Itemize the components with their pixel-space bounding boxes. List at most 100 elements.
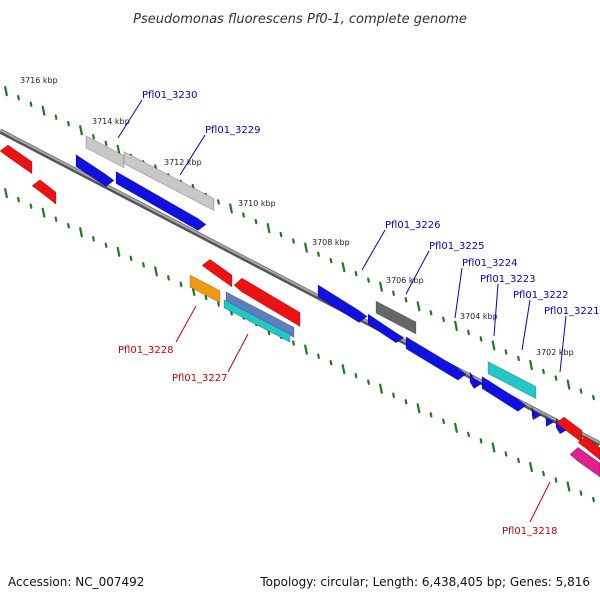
tick-mark — [204, 294, 208, 301]
tick-mark — [379, 281, 383, 292]
tick-mark — [41, 207, 46, 218]
cyan-feature[interactable] — [487, 360, 537, 400]
tick-mark — [479, 336, 483, 342]
gene-label-pfl01-3223[interactable]: Pfl01_3223 — [480, 274, 536, 285]
tick-mark — [142, 262, 145, 268]
genome-summary-text: Topology: circular; Length: 6,438,405 bp… — [259, 575, 590, 589]
tick-mark — [367, 379, 370, 385]
tick-mark — [479, 438, 483, 444]
cds-feature-pfl01-3229[interactable] — [115, 170, 207, 231]
tick-mark — [67, 121, 70, 127]
reverse-cds-feature[interactable] — [577, 436, 600, 461]
tick-mark — [416, 403, 421, 414]
tick-mark — [392, 290, 395, 296]
tick-mark — [579, 388, 583, 394]
tick-mark — [154, 266, 158, 277]
gene-label-pfl01-3227[interactable]: Pfl01_3227 — [172, 373, 228, 384]
kbp-label: 3716 kbp — [20, 76, 58, 85]
cds-feature-pfl01-3224[interactable] — [405, 336, 467, 381]
tick-mark — [542, 368, 545, 375]
striped-feature-pfl01-3227[interactable] — [225, 291, 295, 339]
tick-mark — [354, 373, 358, 379]
tick-mark — [317, 251, 320, 257]
tick-mark — [167, 275, 170, 281]
tick-mark — [454, 320, 458, 331]
cds-feature-pfl01-3221[interactable] — [531, 405, 542, 421]
cds-feature-pfl01-3226[interactable] — [317, 284, 368, 323]
tick-mark — [504, 349, 508, 355]
tick-mark — [116, 246, 121, 257]
cds-feature-pfl01-3225[interactable] — [367, 313, 405, 344]
tick-mark — [4, 86, 8, 97]
tick-mark — [491, 340, 496, 351]
kbp-label: 3712 kbp — [164, 158, 202, 167]
gene-label-pfl01-3226[interactable]: Pfl01_3226 — [385, 220, 441, 231]
tick-mark — [54, 216, 58, 222]
tick-mark — [341, 262, 346, 273]
cds-feature-pfl01-3222[interactable] — [481, 375, 527, 412]
gene-label-pfl01-3228[interactable]: Pfl01_3228 — [118, 345, 174, 356]
kbp-label: 3706 kbp — [386, 276, 424, 285]
gene-labels: Pfl01_3230 Pfl01_3229 Pfl01_3226 Pfl01_3… — [117, 90, 600, 537]
tick-mark — [304, 242, 308, 253]
reverse-cds-feature[interactable] — [233, 277, 301, 328]
tick-mark — [229, 203, 233, 214]
gene-label-pfl01-3224[interactable]: Pfl01_3224 — [462, 258, 518, 269]
kbp-label: 3704 kbp — [460, 312, 498, 321]
grey-feature[interactable] — [85, 135, 125, 169]
tick-mark — [17, 196, 20, 203]
orange-feature[interactable] — [189, 274, 221, 304]
accession-text: Accession: NC_007492 — [8, 575, 144, 589]
tick-mark — [517, 457, 520, 464]
cds-feature-pfl01-3230[interactable] — [75, 153, 115, 187]
tick-mark — [404, 399, 408, 405]
tick-mark — [104, 140, 108, 146]
cds-feature-pfl01-3223[interactable] — [469, 370, 483, 389]
cyan-feature-pfl01-3227[interactable] — [223, 299, 291, 343]
reverse-cds-feature[interactable] — [31, 179, 57, 206]
tick-mark — [292, 340, 295, 346]
tick-mark — [429, 412, 433, 418]
tick-mark — [329, 257, 333, 264]
tick-mark — [54, 114, 58, 120]
tick-mark — [179, 281, 183, 288]
tick-mark — [317, 353, 320, 359]
tick-mark — [329, 359, 333, 366]
tick-mark — [566, 481, 571, 492]
grey-feature[interactable] — [123, 151, 215, 212]
tick-mark — [529, 461, 533, 473]
tick-mark — [442, 316, 445, 323]
tick-mark — [266, 222, 271, 234]
tick-mark — [341, 364, 346, 375]
tick-mark — [354, 271, 358, 277]
dark-grey-feature[interactable] — [375, 300, 417, 335]
tick-mark — [467, 329, 470, 336]
gene-label-pfl01-3221[interactable]: Pfl01_3221 — [544, 306, 600, 317]
reverse-cds-feature[interactable] — [0, 144, 33, 175]
tick-mark — [79, 125, 83, 136]
tick-mark — [367, 277, 370, 283]
gene-label-pfl01-3230[interactable]: Pfl01_3230 — [142, 90, 198, 101]
gene-label-pfl01-3229[interactable]: Pfl01_3229 — [205, 125, 261, 136]
gene-label-pfl01-3225[interactable]: Pfl01_3225 — [429, 241, 485, 252]
tick-mark — [92, 236, 95, 242]
tick-mark — [579, 490, 583, 496]
reverse-cds-feature[interactable] — [201, 258, 233, 288]
tick-mark — [454, 422, 458, 433]
gene-label-pfl01-3218[interactable]: Pfl01_3218 — [502, 526, 558, 537]
tick-mark — [529, 359, 533, 371]
cds-feature[interactable] — [545, 413, 555, 428]
tick-mark — [554, 375, 558, 381]
tick-mark — [279, 231, 283, 238]
tick-mark — [217, 199, 220, 205]
pink-feature-pfl01-3218[interactable] — [569, 446, 600, 478]
tick-mark — [41, 105, 46, 116]
tick-mark — [442, 418, 445, 425]
tick-mark — [217, 301, 220, 307]
tick-mark — [4, 188, 8, 199]
tick-mark — [29, 203, 33, 209]
gene-label-pfl01-3222[interactable]: Pfl01_3222 — [513, 290, 569, 301]
reverse-cds-feature[interactable] — [555, 416, 583, 444]
tick-mark — [67, 223, 70, 229]
